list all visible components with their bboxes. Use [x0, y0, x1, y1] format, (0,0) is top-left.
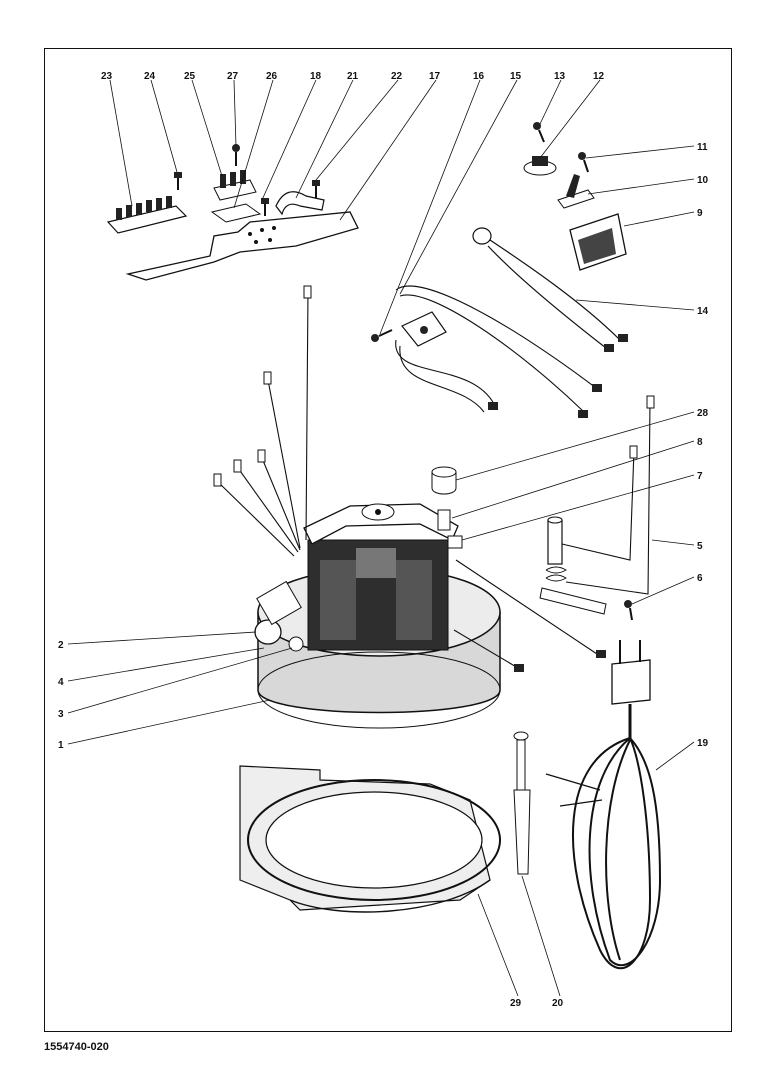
screw-24	[174, 172, 182, 190]
callout-6: 6	[697, 573, 703, 584]
callout-24: 24	[144, 71, 156, 82]
callout-20: 20	[552, 998, 564, 1009]
mounting-bracket-17	[125, 211, 359, 281]
connector-block-25	[213, 170, 257, 201]
capacitor-16	[401, 311, 447, 347]
callout-1: 1	[58, 740, 64, 751]
callout-3: 3	[58, 709, 64, 720]
callout-13: 13	[554, 71, 566, 82]
gasket-29	[239, 765, 501, 913]
drawing-frame	[44, 48, 732, 1032]
callout-4: 4	[58, 677, 64, 688]
screw-11	[578, 152, 589, 173]
callout-17: 17	[429, 71, 441, 82]
callout-15: 15	[510, 71, 522, 82]
insulating-plate-26	[210, 203, 262, 223]
callout-8: 8	[697, 437, 703, 448]
callout-23: 23	[101, 71, 113, 82]
callout-18: 18	[310, 71, 322, 82]
motor-stator	[307, 539, 449, 651]
suppressor-14	[472, 227, 628, 352]
callout-16: 16	[473, 71, 485, 82]
screw-27	[232, 144, 240, 166]
callout-21: 21	[347, 71, 359, 82]
callout-22: 22	[391, 71, 403, 82]
rocker-switch-9	[569, 213, 627, 271]
document-number: 1554740-020	[44, 1041, 109, 1053]
screw-18	[261, 198, 269, 216]
screw-6	[624, 600, 633, 621]
screw-16a	[371, 329, 393, 342]
power-cord-19	[545, 640, 662, 970]
callout-numbers: 23 24 25 27 26 18 21 22 17 16 15 13 12 1…	[58, 71, 709, 1009]
leader-lines	[67, 79, 695, 997]
callout-26: 26	[266, 71, 278, 82]
callout-7: 7	[697, 471, 703, 482]
brush-cap-2	[254, 580, 302, 645]
callout-25: 25	[184, 71, 196, 82]
callout-12: 12	[593, 71, 605, 82]
callout-28: 28	[697, 408, 709, 419]
switch-lever-10	[557, 174, 595, 209]
carbon-brush-holder-8	[437, 509, 451, 531]
callout-19: 19	[697, 738, 709, 749]
screw-13	[533, 122, 545, 143]
cable-clamp-21	[275, 191, 325, 216]
callout-2: 2	[58, 640, 64, 651]
screw-22	[312, 180, 320, 198]
motor-top-bracket	[303, 503, 459, 545]
callout-29: 29	[510, 998, 522, 1009]
cord-holder-5	[539, 395, 655, 615]
tube-20	[513, 731, 531, 875]
nut-4	[288, 636, 304, 652]
callout-5: 5	[697, 541, 703, 552]
callout-10: 10	[697, 175, 709, 186]
wire-harness-15	[395, 285, 602, 418]
callout-11: 11	[697, 142, 708, 153]
terminal-strip	[106, 196, 188, 234]
callout-27: 27	[227, 71, 239, 82]
plug-28	[431, 466, 457, 495]
callout-14: 14	[697, 306, 709, 317]
thermostat-12	[523, 156, 557, 176]
callout-9: 9	[697, 208, 703, 219]
motor-leads	[213, 285, 606, 672]
carbon-brush-7	[447, 535, 463, 549]
